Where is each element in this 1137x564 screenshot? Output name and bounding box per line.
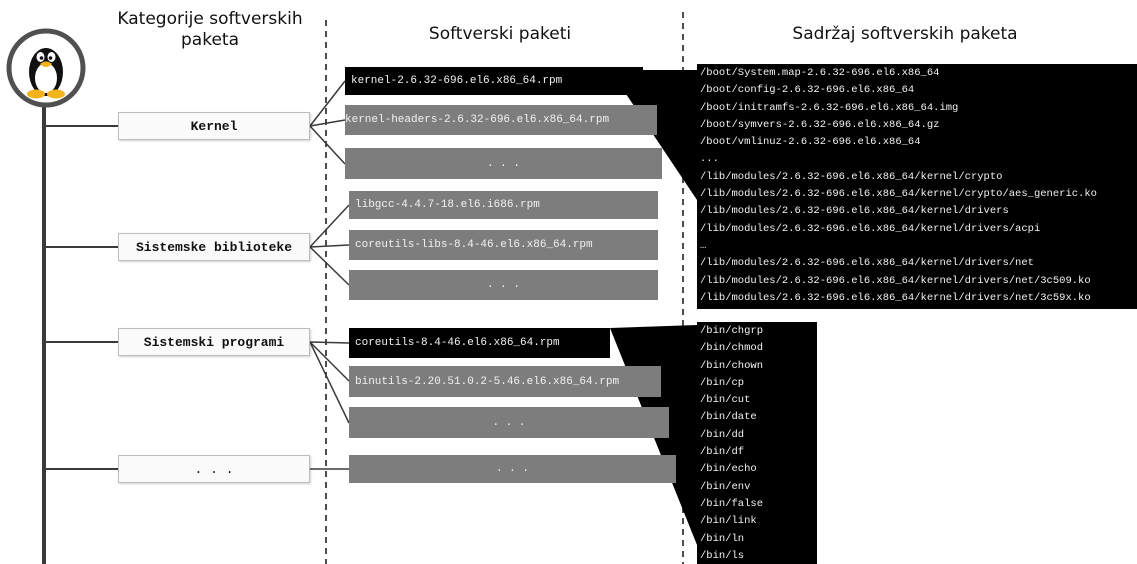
link-prog-2 [309, 341, 350, 382]
list-item: /bin/date [700, 411, 757, 424]
list-item: /bin/ln [700, 532, 745, 545]
list-item: /boot/initramfs-2.6.32-696.el6.x86_64.im… [700, 101, 959, 114]
list-item: ... [700, 153, 719, 166]
list-item: /bin/chown [700, 359, 764, 372]
list-item: /bin/link [700, 515, 757, 528]
link-lib-3 [309, 246, 350, 286]
package-kernel: kernel-2.6.32-696.el6.x86_64.rpm [345, 67, 643, 95]
coreutils-contents-list: /bin/chgrp /bin/chmod /bin/chown /bin/cp… [697, 322, 817, 564]
list-item: /boot/symvers-2.6.32-696.el6.x86_64.gz [700, 118, 940, 131]
category-system-libraries: Sistemske biblioteke [118, 233, 310, 261]
package-libraries-more: . . . [349, 270, 658, 300]
category-kernel: Kernel [118, 112, 310, 140]
list-item: /lib/modules/2.6.32-696.el6.x86_64/kerne… [700, 291, 1091, 304]
list-item: /bin/df [700, 446, 745, 459]
link-prog-3 [309, 341, 350, 424]
list-item: /bin/ls [700, 549, 745, 562]
list-item: /lib/modules/2.6.32-696.el6.x86_64/kerne… [700, 257, 1034, 270]
package-libgcc: libgcc-4.4.7-18.el6.i686.rpm [349, 191, 658, 219]
package-kernel-more: . . . [345, 148, 662, 179]
package-programs-more: . . . [349, 407, 669, 438]
category-system-programs: Sistemski programi [118, 328, 310, 356]
list-item: /bin/dd [700, 428, 745, 441]
header-categories: Kategorije softverskih paketa [117, 9, 303, 50]
list-item: /lib/modules/2.6.32-696.el6.x86_64/kerne… [700, 222, 1041, 235]
list-item: /bin/chgrp [700, 325, 764, 337]
link-kernel-1 [309, 80, 346, 127]
list-item: /boot/vmlinuz-2.6.32-696.el6.x86_64 [700, 136, 921, 149]
list-item: /bin/echo [700, 463, 757, 476]
header-packages: Softverski paketi [428, 24, 572, 44]
list-item: /bin/false [700, 497, 764, 510]
list-item: /lib/modules/2.6.32-696.el6.x86_64/kerne… [700, 205, 1009, 218]
list-item: /bin/cp [700, 376, 745, 389]
link-kernel-2 [309, 119, 346, 127]
tux-penguin-icon [6, 28, 86, 108]
list-item: /lib/modules/2.6.32-696.el6.x86_64/kerne… [700, 274, 1091, 287]
list-item: /bin/chmod [700, 342, 764, 355]
list-item: ... [700, 307, 1137, 309]
list-item: /lib/modules/2.6.32-696.el6.x86_64/kerne… [700, 170, 1003, 183]
package-other-more: . . . [349, 455, 676, 483]
list-item: /bin/env [700, 480, 751, 493]
package-binutils: binutils-2.20.51.0.2-5.46.el6.x86_64.rpm [349, 366, 661, 397]
package-coreutils: coreutils-8.4-46.el6.x86_64.rpm [349, 328, 610, 358]
link-lib-2 [309, 244, 350, 248]
list-item: /bin/cut [700, 394, 751, 407]
pointer-kernel-contents [610, 70, 697, 200]
list-item: … [700, 239, 707, 252]
link-prog-1 [309, 341, 350, 344]
list-item: /boot/config-2.6.32-696.el6.x86_64 [700, 84, 915, 97]
link-kernel-3 [309, 125, 346, 165]
kernel-contents-list: /boot/System.map-2.6.32-696.el6.x86_64 /… [697, 64, 1137, 309]
category-more: . . . [118, 455, 310, 483]
link-lib-1 [309, 204, 350, 248]
list-item: /lib/modules/2.6.32-696.el6.x86_64/kerne… [700, 188, 1097, 201]
package-kernel-headers: kernel-headers-2.6.32-696.el6.x86_64.rpm [345, 105, 657, 135]
package-coreutils-libs: coreutils-libs-8.4-46.el6.x86_64.rpm [349, 230, 658, 260]
header-contents: Sadržaj softverskih paketa [792, 24, 1018, 44]
list-item: /boot/System.map-2.6.32-696.el6.x86_64 [700, 67, 940, 79]
